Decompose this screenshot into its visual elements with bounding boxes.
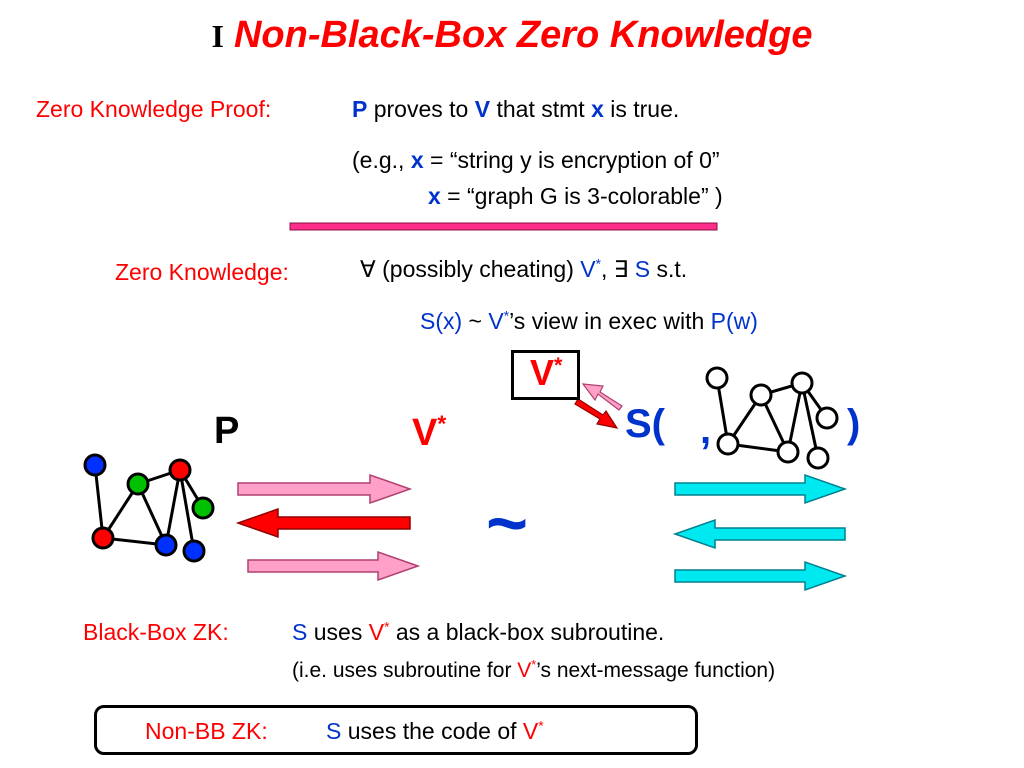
bbzk-explanation: (i.e. uses subroutine for V*’s next-mess… <box>292 658 776 682</box>
verifier-code-box <box>511 350 580 400</box>
colored-graph <box>83 453 215 563</box>
simulator-comma: , <box>700 408 712 452</box>
simulator-open: S( <box>625 402 665 446</box>
zk-label: Zero Knowledge: <box>115 259 289 285</box>
arrow-right-cyan-1 <box>674 473 848 505</box>
nonbb-definition: S uses the code of V* <box>326 718 544 744</box>
forall-symbol: ∀ <box>360 256 376 282</box>
prover-label: P <box>214 410 240 452</box>
zkp-example-1: (e.g., x = “string y is encryption of 0” <box>352 147 720 173</box>
divider-line <box>289 222 718 231</box>
zkp-x: x <box>591 96 604 122</box>
uncolored-graph <box>705 366 839 470</box>
exists-symbol: ∃ <box>613 256 629 282</box>
arrow-left-red <box>235 507 411 539</box>
vbox-label: V* <box>530 352 563 393</box>
bbzk-label: Black-Box ZK: <box>83 619 229 645</box>
zkp-v: V <box>474 96 491 122</box>
zkp-statement: P proves to V that stmt x is true. <box>352 96 680 122</box>
bbzk-definition: S uses V* as a black-box subroutine. <box>292 619 665 645</box>
arrow-right-cyan-2 <box>674 560 848 592</box>
simulator-close: ) <box>847 402 861 446</box>
zkp-p: P <box>352 96 368 122</box>
zkp-label: Zero Knowledge Proof: <box>36 96 272 122</box>
nonbb-box <box>94 705 698 755</box>
nonbb-label: Non-BB ZK: <box>145 718 268 744</box>
title-text: Non-Black-Box Zero Knowledge <box>233 14 813 56</box>
zk-definition: ∀ (possibly cheating) V*, ∃ S s.t. <box>360 256 688 282</box>
title-numeral: I <box>211 18 224 54</box>
zkp-example-2: x = “graph G is 3-colorable” ) <box>428 183 723 209</box>
arrow-to-vbox-pink <box>581 383 623 411</box>
arrow-right-pink-2 <box>247 550 421 582</box>
arrow-right-pink-1 <box>237 473 413 505</box>
arrow-left-cyan <box>672 518 846 550</box>
zk-simulation: S(x) ~ V*’s view in exec with P(w) <box>420 308 758 334</box>
cheating-verifier-label: V* <box>412 410 447 454</box>
arrow-to-s-red <box>574 398 619 429</box>
indistinguishable-tilde: ~ <box>486 484 529 564</box>
